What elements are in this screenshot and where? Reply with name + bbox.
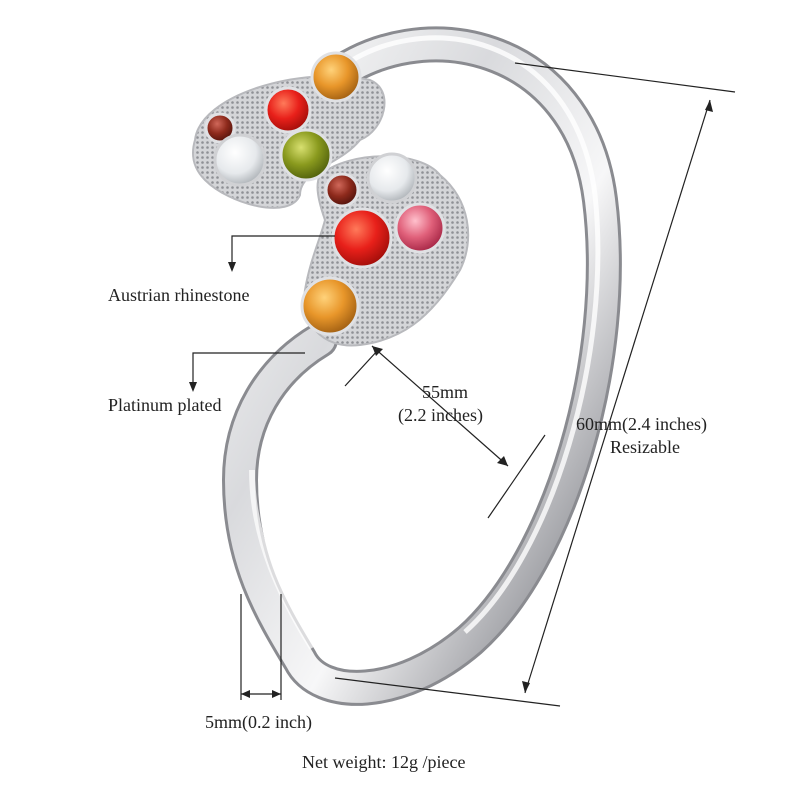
- arrow-down-icon: [497, 456, 508, 466]
- label-band-width: 5mm(0.2 inch): [205, 712, 312, 732]
- arrow-up-icon: [705, 100, 713, 112]
- label-outer-size: 60mm(2.4 inches): [576, 414, 707, 434]
- label-platinum-plated: Platinum plated: [108, 395, 222, 415]
- arrow-down-icon: [189, 382, 197, 392]
- rhinestone-pointer-line: [231, 235, 335, 262]
- label-austrian-rhinestone: Austrian rhinestone: [108, 285, 250, 305]
- gem-red-mid: [331, 207, 393, 269]
- arrow-down-icon: [522, 681, 530, 693]
- gemstones: [204, 51, 446, 336]
- label-net-weight: Net weight: 12g /piece: [302, 752, 466, 772]
- label-inner-diameter-inches: (2.2 inches): [398, 405, 483, 425]
- outer-size-line: [524, 99, 711, 694]
- annotation-lines: [192, 62, 736, 707]
- arrow-down-icon: [228, 262, 236, 272]
- arrow-up-icon: [372, 346, 383, 356]
- arrowheads: [189, 100, 713, 698]
- gem-clear-left: [213, 133, 267, 187]
- gem-olive: [279, 128, 333, 182]
- gem-red-top: [264, 86, 312, 134]
- diameter-line: [371, 345, 509, 467]
- gem-garnet-left: [204, 112, 236, 144]
- label-inner-diameter: 55mm: [421, 382, 468, 402]
- platinum-pointer-line: [192, 352, 305, 382]
- gem-pink: [394, 202, 446, 254]
- gem-clear-right: [366, 152, 418, 204]
- gem-orange-bottom: [300, 276, 360, 336]
- bangle-band: [221, 26, 622, 706]
- gem-orange-top: [310, 51, 362, 103]
- gem-garnet-mid: [324, 172, 360, 208]
- label-resizable: Resizable: [610, 437, 680, 457]
